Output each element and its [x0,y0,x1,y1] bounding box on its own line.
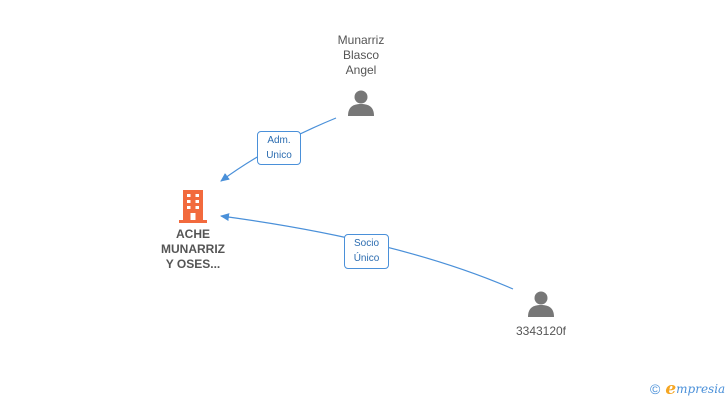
copyright-icon: © [650,381,661,397]
empresia-logo: © e mpresia [650,379,725,399]
person-icon[interactable] [527,290,555,318]
edge-label-adm-unico: Adm. Unico [257,131,301,165]
person-label-3343120f[interactable]: 3343120f [515,324,567,338]
brand-name: mpresia [676,382,726,396]
building-icon[interactable] [178,188,208,224]
edge-label-socio-unico: Socio Único [344,234,389,269]
person-label-munarriz[interactable]: Munarriz Blasco Angel [337,33,385,77]
person-icon[interactable] [347,89,375,117]
brand-e-letter: e [665,378,677,399]
company-label[interactable]: ACHE MUNARRIZ Y OSES... [161,227,225,271]
